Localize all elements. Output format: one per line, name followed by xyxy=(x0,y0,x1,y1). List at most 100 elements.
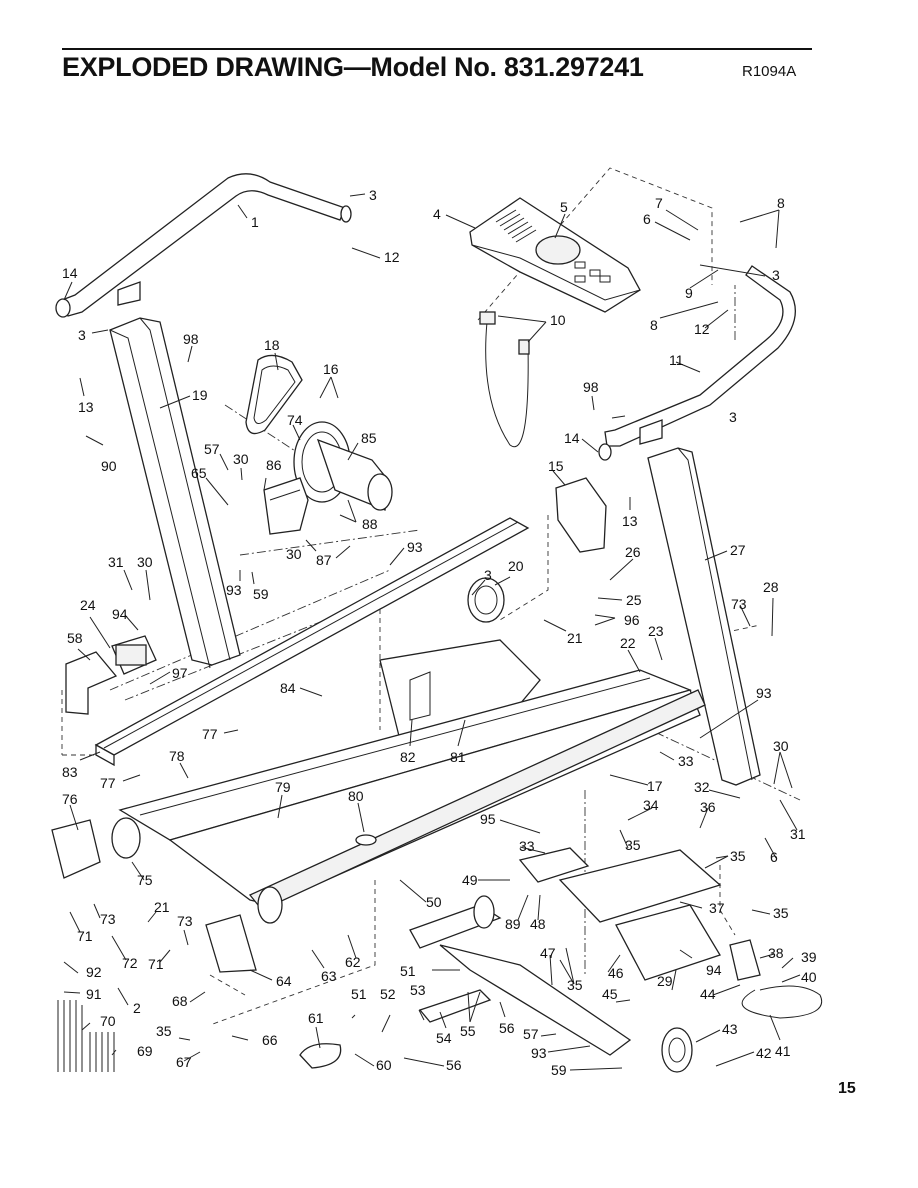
callout-label: 18 xyxy=(264,337,280,353)
callout-label: 1 xyxy=(251,214,259,230)
callout-label: 73 xyxy=(100,911,116,927)
callout-label: 53 xyxy=(410,982,426,998)
callout-label: 81 xyxy=(450,749,466,765)
callout-label: 62 xyxy=(345,954,361,970)
callout-label: 3 xyxy=(484,567,492,583)
callout-label: 19 xyxy=(192,387,208,403)
console-wire xyxy=(479,311,530,448)
callout-label: 80 xyxy=(348,788,364,804)
callout-label: 7 xyxy=(655,195,663,211)
callout-label: 84 xyxy=(280,680,296,696)
callout-label: 93 xyxy=(756,685,772,701)
callout-label: 60 xyxy=(376,1057,392,1073)
callout-label: 79 xyxy=(275,779,291,795)
callout-label: 13 xyxy=(78,399,94,415)
callout-label: 57 xyxy=(523,1026,539,1042)
motor-assembly xyxy=(263,421,393,535)
document-code: R1094A xyxy=(742,63,797,80)
callout-label: 68 xyxy=(172,993,188,1009)
callout-label: 88 xyxy=(362,516,378,532)
callout-label: 73 xyxy=(731,596,747,612)
callout-label: 61 xyxy=(308,1010,324,1026)
callout-label: 98 xyxy=(583,379,599,395)
callout-label: 90 xyxy=(101,458,117,474)
callout-label: 51 xyxy=(351,986,367,1002)
callout-label: 25 xyxy=(626,592,642,608)
callout-label: 42 xyxy=(756,1045,772,1061)
callout-label: 12 xyxy=(694,321,710,337)
callout-label: 71 xyxy=(148,956,164,972)
right-handrail xyxy=(598,265,796,461)
callout-label: 49 xyxy=(462,872,478,888)
callout-label: 2 xyxy=(133,1000,141,1016)
callout-label: 6 xyxy=(770,849,778,865)
callout-label: 59 xyxy=(253,586,269,602)
callout-label: 93 xyxy=(407,539,423,555)
callout-label: 85 xyxy=(361,430,377,446)
callout-label: 24 xyxy=(80,597,96,613)
callout-label: 29 xyxy=(657,973,673,989)
callout-label: 66 xyxy=(262,1032,278,1048)
callout-label: 35 xyxy=(625,837,641,853)
walking-deck xyxy=(111,669,706,924)
callout-label: 45 xyxy=(602,986,618,1002)
left-handrail xyxy=(55,173,352,318)
front-roller-pulley xyxy=(467,577,505,623)
callout-label: 13 xyxy=(622,513,638,529)
callout-label: 20 xyxy=(508,558,524,574)
callout-label: 36 xyxy=(700,799,716,815)
callout-label: 44 xyxy=(700,986,716,1002)
callout-label: 39 xyxy=(801,949,817,965)
title-rule xyxy=(62,48,812,50)
callout-label: 35 xyxy=(773,905,789,921)
callout-label: 16 xyxy=(323,361,339,377)
callout-label: 51 xyxy=(400,963,416,979)
rear-endcaps xyxy=(51,819,257,973)
callout-label: 23 xyxy=(648,623,664,639)
callout-label: 72 xyxy=(122,955,138,971)
callout-label: 21 xyxy=(154,899,170,915)
callout-label: 41 xyxy=(775,1043,791,1059)
callout-label: 34 xyxy=(643,797,659,813)
callout-label: 43 xyxy=(722,1021,738,1037)
callout-label: 77 xyxy=(202,726,218,742)
callout-label: 77 xyxy=(100,775,116,791)
callout-label: 21 xyxy=(567,630,583,646)
callout-label: 93 xyxy=(531,1045,547,1061)
callout-label: 38 xyxy=(768,945,784,961)
callout-label: 70 xyxy=(100,1013,116,1029)
callout-label: 82 xyxy=(400,749,416,765)
callout-label: 14 xyxy=(564,430,580,446)
callout-label: 15 xyxy=(548,458,564,474)
callout-label: 69 xyxy=(137,1043,153,1059)
callout-label: 56 xyxy=(499,1020,515,1036)
callout-label: 30 xyxy=(773,738,789,754)
callout-label: 47 xyxy=(540,945,556,961)
right-upright xyxy=(647,447,761,786)
callout-label: 71 xyxy=(77,928,93,944)
callout-label: 56 xyxy=(446,1057,462,1073)
callout-label: 78 xyxy=(169,748,185,764)
drive-belt xyxy=(245,354,303,435)
callout-label: 67 xyxy=(176,1054,192,1070)
callout-labels: 1 3 12 4 5 7 8 6 3 9 8 12 14 3 98 13 19 … xyxy=(62,187,817,1078)
callout-label: 40 xyxy=(801,969,817,985)
callout-label: 57 xyxy=(204,441,220,457)
motor-controller xyxy=(518,847,761,981)
callout-label: 22 xyxy=(620,635,636,651)
callout-label: 31 xyxy=(790,826,806,842)
callout-label: 10 xyxy=(550,312,566,328)
callout-label: 93 xyxy=(226,582,242,598)
callout-label: 5 xyxy=(560,199,568,215)
callout-label: 64 xyxy=(276,973,292,989)
callout-label: 73 xyxy=(177,913,193,929)
power-cord xyxy=(741,985,822,1019)
page-title: EXPLODED DRAWING—Model No. 831.297241 xyxy=(62,52,644,82)
callout-label: 3 xyxy=(78,327,86,343)
callout-label: 9 xyxy=(685,285,693,301)
callout-label: 3 xyxy=(369,187,377,203)
callout-label: 52 xyxy=(380,986,396,1002)
callout-label: 94 xyxy=(706,962,722,978)
callout-label: 33 xyxy=(678,753,694,769)
